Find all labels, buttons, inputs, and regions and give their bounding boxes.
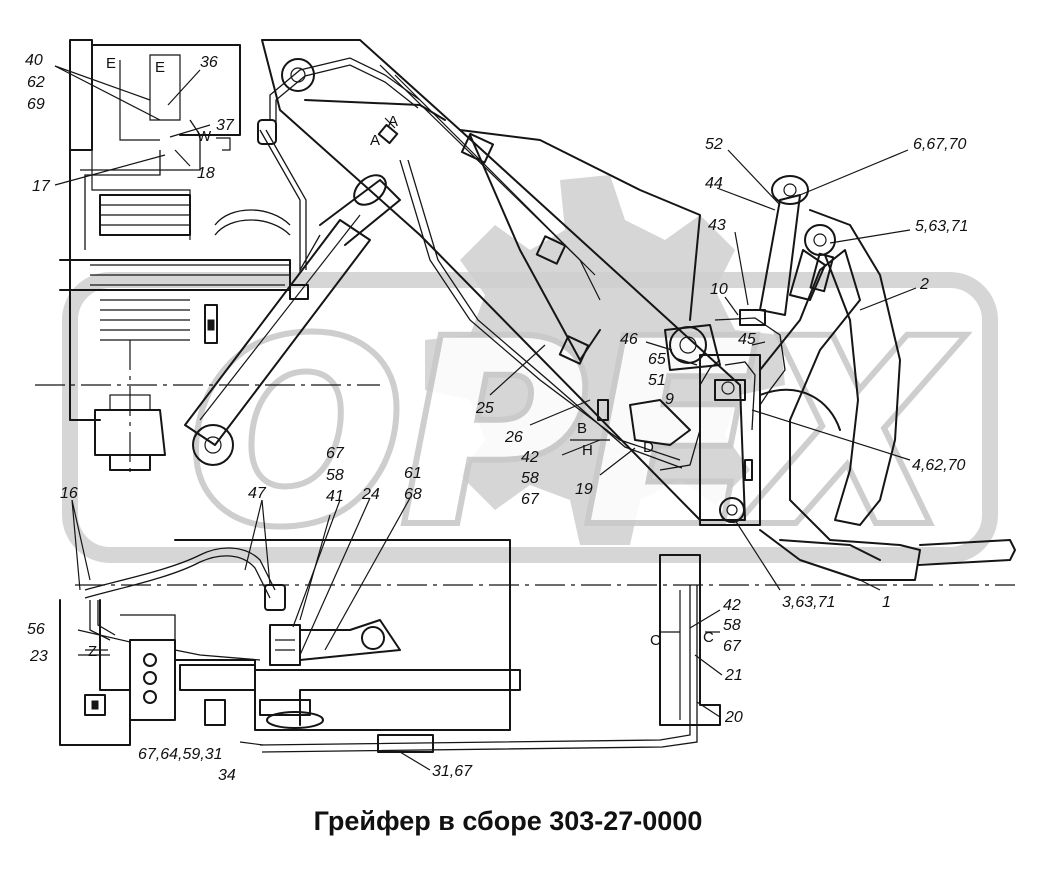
section-mark-c2: C (703, 629, 714, 646)
section-markers: E E W A A B H D Z C C (88, 55, 714, 660)
section-mark-e1: E (106, 55, 116, 72)
callout-65: 65 (648, 351, 666, 368)
callout-6-67-70: 6,67,70 (913, 136, 966, 153)
callout-5-63-71: 5,63,71 (915, 218, 968, 235)
callout-20: 20 (724, 709, 743, 726)
callout-16: 16 (60, 485, 78, 502)
section-mark-a2: A (370, 132, 380, 149)
lower-frame (75, 539, 1015, 753)
callout-18: 18 (197, 165, 215, 182)
callout-10: 10 (710, 281, 728, 298)
callout-47: 47 (248, 485, 267, 502)
callout-1: 1 (882, 594, 891, 611)
section-mark-e2: E (155, 59, 165, 76)
callout-58-c: 58 (723, 617, 741, 634)
callout-34: 34 (218, 767, 236, 784)
callout-17: 17 (32, 178, 51, 195)
callout-62: 62 (27, 74, 45, 91)
boom-arm (261, 39, 746, 521)
callout-23: 23 (29, 648, 48, 665)
callout-37: 37 (216, 117, 235, 134)
callout-58-b: 58 (326, 467, 344, 484)
callout-43: 43 (708, 217, 726, 234)
section-mark-c1: C (650, 632, 661, 649)
section-mark-w: W (197, 128, 212, 145)
callout-46: 46 (620, 331, 638, 348)
callout-67-64-59-31: 67,64,59,31 (138, 746, 223, 763)
callout-9: 9 (665, 391, 674, 408)
callout-56: 56 (27, 621, 45, 638)
section-mark-d: D (643, 439, 654, 456)
callout-25: 25 (475, 400, 494, 417)
callout-40: 40 (25, 52, 43, 69)
callout-26: 26 (504, 429, 523, 446)
watermark: ОРЕХ (62, 175, 998, 585)
callout-52: 52 (705, 136, 723, 153)
leader-lines (54, 65, 917, 771)
callout-41: 41 (326, 488, 344, 505)
section-mark-h: H (582, 442, 593, 459)
callout-44: 44 (705, 175, 723, 192)
callout-36: 36 (200, 54, 218, 71)
boom-cylinder (184, 174, 401, 466)
callout-2: 2 (919, 276, 929, 293)
callout-21: 21 (724, 667, 743, 684)
part-callouts: 40 62 69 36 37 18 17 52 44 6,67,70 43 5,… (25, 52, 968, 784)
callout-67-b: 67 (326, 445, 345, 462)
caption: Грейфер в сборе 303-27-0000 (314, 806, 703, 836)
callout-3-63-71: 3,63,71 (782, 594, 835, 611)
callout-19: 19 (575, 481, 593, 498)
valve-block (59, 547, 286, 746)
callout-61: 61 (404, 465, 422, 482)
callout-4-62-70: 4,62,70 (912, 457, 965, 474)
callout-69: 69 (27, 96, 45, 113)
callout-42-a: 42 (521, 449, 539, 466)
section-mark-b: B (577, 420, 587, 437)
section-mark-z: Z (88, 643, 97, 660)
hoses-upper (80, 57, 683, 469)
callout-51: 51 (648, 372, 666, 389)
callout-67-c: 67 (723, 638, 742, 655)
watermark-text: ОРЕХ (190, 288, 960, 579)
callout-45: 45 (738, 331, 756, 348)
callout-68: 68 (404, 486, 422, 503)
callout-58-a: 58 (521, 470, 539, 487)
callout-67-a: 67 (521, 491, 540, 508)
callout-24: 24 (361, 486, 380, 503)
callout-42-c: 42 (723, 597, 741, 614)
callout-31-67: 31,67 (432, 763, 473, 780)
section-mark-a1: A (388, 113, 398, 130)
